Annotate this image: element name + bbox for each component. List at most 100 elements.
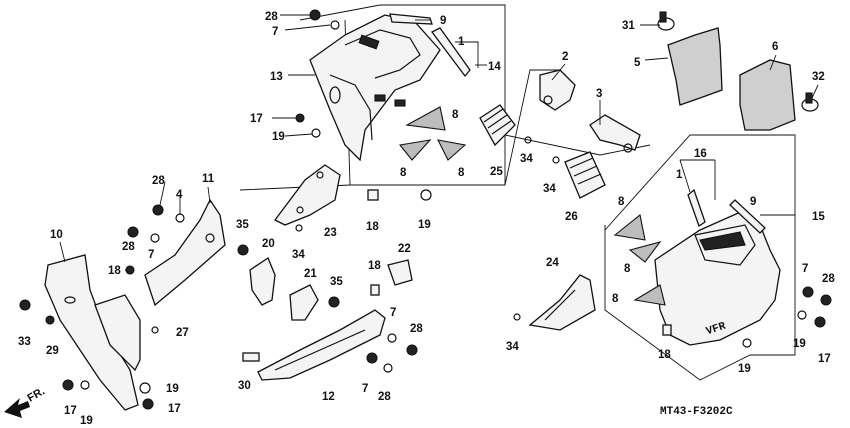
callout-8: 8	[624, 263, 631, 275]
callout-22: 22	[398, 243, 411, 255]
callout-17: 17	[818, 353, 831, 365]
callout-14: 14	[488, 61, 501, 73]
moulding-strip-14	[431, 27, 471, 78]
callout-27: 27	[176, 327, 189, 339]
callout-7: 7	[272, 26, 278, 38]
bracket-24	[528, 274, 596, 331]
bracket-11	[144, 198, 226, 307]
callout-8: 8	[612, 293, 619, 305]
callout-4: 4	[176, 189, 183, 201]
callout-7: 7	[802, 263, 808, 275]
callout-1: 1	[676, 169, 683, 181]
callout-19: 19	[738, 363, 751, 375]
callout-34: 34	[543, 183, 556, 195]
bracket-2	[539, 69, 576, 111]
callout-12: 12	[322, 391, 335, 403]
callout-34: 34	[292, 249, 305, 261]
svg-text:VFR: VFR	[705, 321, 728, 339]
callout-5: 5	[634, 57, 641, 69]
callout-7: 7	[362, 383, 368, 395]
callout-16: 16	[694, 148, 707, 160]
side-panel-10	[44, 254, 141, 411]
bracket-21	[289, 284, 319, 321]
vent-grille-25	[479, 104, 516, 147]
pad-8-right-c	[633, 284, 666, 306]
callout-8: 8	[400, 167, 407, 179]
callout-18: 18	[368, 260, 381, 272]
bracket-23	[274, 164, 341, 226]
callout-10: 10	[50, 229, 63, 241]
callout-11: 11	[202, 173, 215, 185]
callout-17: 17	[250, 113, 263, 125]
pad-8-upper-a	[405, 106, 446, 131]
callout-18: 18	[366, 221, 379, 233]
callout-3: 3	[596, 88, 602, 100]
callout-19: 19	[418, 219, 431, 231]
bracket-3	[589, 114, 641, 153]
front-direction-arrow: FR.	[4, 385, 47, 418]
callout-28: 28	[410, 323, 423, 335]
callout-1: 1	[458, 36, 465, 48]
callout-30: 30	[238, 380, 251, 392]
callout-35: 35	[236, 219, 249, 231]
callout-15: 15	[812, 211, 825, 223]
callout-26: 26	[565, 211, 578, 223]
callout-31: 31	[622, 20, 635, 32]
pad-8-upper-b	[398, 139, 432, 161]
callout-21: 21	[304, 268, 317, 280]
leader-lines	[59, 14, 819, 271]
callout-19: 19	[793, 338, 806, 350]
callout-2: 2	[562, 51, 568, 63]
callout-8: 8	[458, 167, 465, 179]
callout-labels: 28 7 9 1 14 13 31 5 6 32 2 3 17 19 8 8 8…	[18, 11, 835, 427]
callout-19: 19	[272, 131, 285, 143]
callout-19: 19	[80, 415, 93, 427]
callout-7: 7	[148, 249, 154, 261]
vent-grille-26	[564, 151, 606, 199]
callout-34: 34	[520, 153, 533, 165]
svg-text:FR.: FR.	[26, 385, 47, 404]
clip-31	[657, 11, 675, 31]
upper-inner-cowl	[309, 14, 441, 162]
callout-17: 17	[168, 403, 181, 415]
callout-33: 33	[18, 336, 31, 348]
callout-23: 23	[324, 227, 337, 239]
callout-34: 34	[506, 341, 519, 353]
moulding-strip-9	[389, 13, 433, 25]
callout-18: 18	[108, 265, 121, 277]
pad-8-right-b	[628, 241, 662, 263]
callout-28: 28	[152, 175, 165, 187]
foam-pad-5	[667, 27, 723, 106]
foam-pad-6	[739, 59, 796, 131]
pad-8-upper-c	[437, 139, 467, 161]
callout-13: 13	[270, 71, 283, 83]
callout-32: 32	[812, 71, 825, 83]
clip-22	[387, 259, 413, 286]
callout-24: 24	[546, 257, 559, 269]
clip-32	[801, 92, 819, 112]
pad-8-right-a	[613, 214, 646, 241]
callout-7: 7	[390, 307, 396, 319]
callout-19: 19	[166, 383, 179, 395]
callout-17: 17	[64, 405, 77, 417]
moulding-strip-16	[687, 188, 706, 228]
callout-18: 18	[658, 349, 671, 361]
callout-8: 8	[452, 109, 459, 121]
callout-28: 28	[378, 391, 391, 403]
callout-29: 29	[46, 345, 59, 357]
callout-28: 28	[122, 241, 135, 253]
callout-28: 28	[265, 11, 278, 23]
callout-9: 9	[440, 15, 446, 27]
diagram-code: MT43-F3202C	[660, 406, 733, 418]
moulding-strip-9b	[729, 199, 766, 234]
callout-6: 6	[772, 41, 778, 53]
callout-28: 28	[822, 273, 835, 285]
assembly-outline-right	[604, 134, 796, 381]
callout-25: 25	[490, 166, 503, 178]
callout-35: 35	[330, 276, 343, 288]
bracket-20	[249, 257, 276, 306]
lower-cowl-12	[242, 309, 386, 381]
callout-8: 8	[618, 196, 625, 208]
callout-9: 9	[750, 196, 756, 208]
